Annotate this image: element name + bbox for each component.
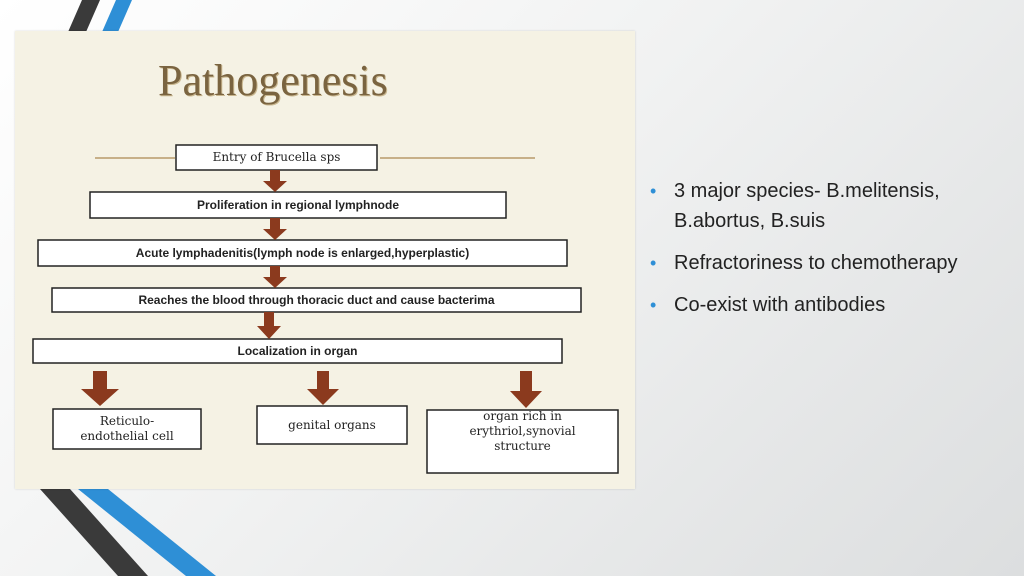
box-organ-rich	[426, 409, 619, 474]
pathogenesis-diagram: Entry of Brucella sps Proliferation in r…	[15, 31, 635, 489]
step-lymphadenitis: Acute lymphadenitis(lymph node is enlarg…	[135, 246, 470, 260]
box-localization	[32, 338, 563, 364]
diagram-shapes	[32, 144, 619, 474]
bullet-text: Refractoriness to chemotherapy	[674, 252, 958, 274]
box-reticulo	[52, 408, 202, 450]
box-genital	[256, 405, 408, 445]
arrow-branch-right	[510, 371, 542, 408]
arrow-branch-middle	[307, 371, 339, 405]
arrow-branch-left	[81, 371, 119, 406]
step-localization: Localization in organ	[237, 344, 358, 358]
box-proliferation	[89, 191, 507, 219]
bullet-text: 3 major species- B.melitensis, B.abortus…	[674, 180, 940, 232]
box-lymphadenitis	[37, 239, 568, 267]
bullet-dot-icon: •	[650, 253, 657, 273]
arrow-2	[263, 218, 287, 240]
step-proliferation: Proliferation in regional lymphnode	[196, 198, 400, 212]
arrow-1	[263, 170, 287, 192]
bullet-dot-icon: •	[650, 181, 657, 201]
arrow-4	[257, 312, 281, 339]
box-blood	[51, 287, 582, 313]
branch-organ-rich: organ rich in erythriol,synovial structu…	[469, 409, 576, 453]
bullet-item: • Co-exist with antibodies	[648, 290, 1008, 320]
step-blood: Reaches the blood through thoracic duct …	[138, 293, 495, 307]
blue-stripe-top	[102, 0, 132, 32]
branch-genital: genital organs	[288, 418, 376, 432]
bullet-item: • Refractoriness to chemotherapy	[648, 248, 1008, 278]
dark-stripe-bottom	[40, 489, 148, 576]
blue-stripe-bottom	[78, 489, 216, 576]
branch-reticulo: Reticulo- endothelial cell	[80, 414, 174, 443]
bullet-text: Co-exist with antibodies	[674, 294, 886, 316]
bullet-list: • 3 major species- B.melitensis, B.abort…	[648, 176, 1008, 332]
bullet-dot-icon: •	[650, 295, 657, 315]
bullet-item: • 3 major species- B.melitensis, B.abort…	[648, 176, 1008, 236]
dark-stripe-top	[68, 0, 100, 32]
diagram-title: Pathogenesis	[158, 56, 388, 105]
step-entry: Entry of Brucella sps	[212, 150, 341, 164]
arrow-3	[263, 266, 287, 288]
